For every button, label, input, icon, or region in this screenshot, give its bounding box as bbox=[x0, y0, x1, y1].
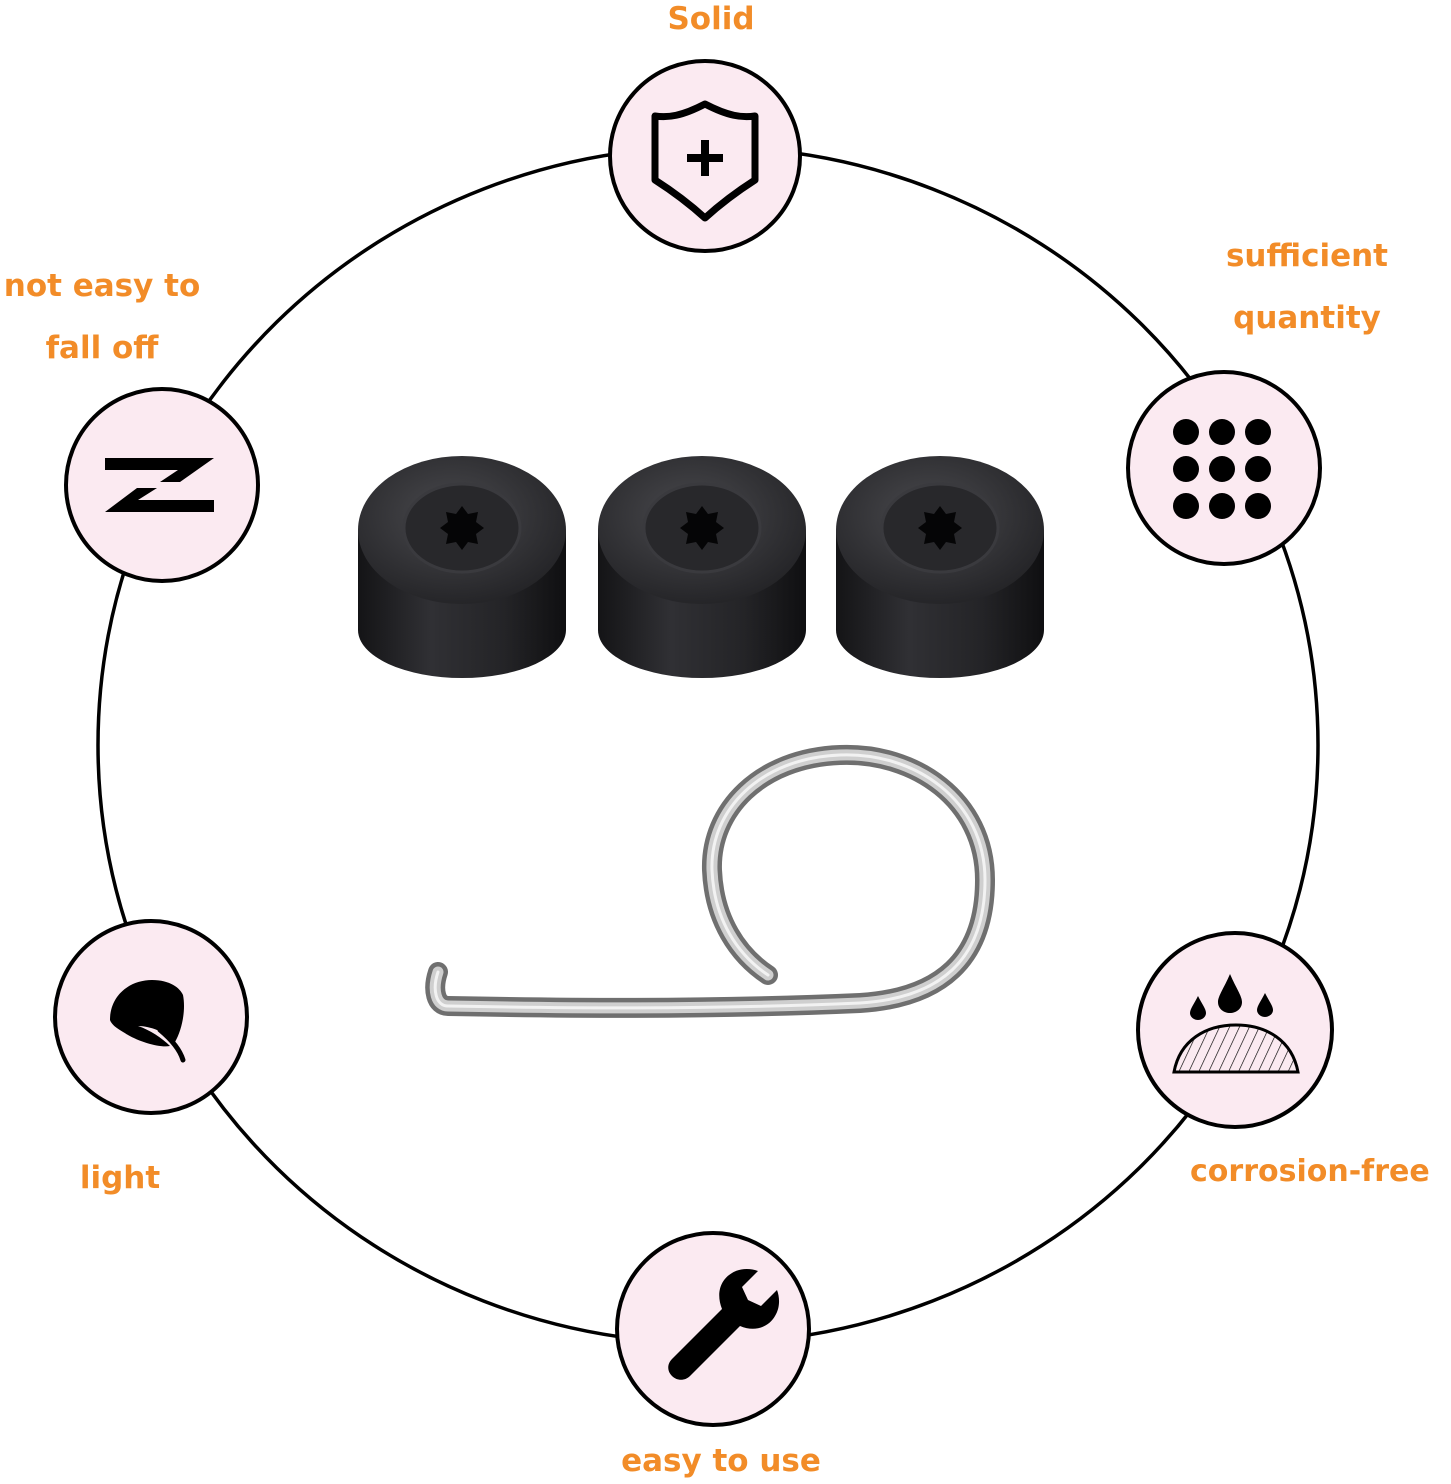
torx-socket-icon bbox=[680, 506, 724, 550]
label-quantity: sufficient quantity bbox=[1207, 225, 1407, 349]
badge-corrosion bbox=[1136, 931, 1334, 1129]
bolt-cap-2 bbox=[598, 456, 806, 678]
water-drops-icon bbox=[1172, 974, 1300, 1074]
dots-grid-icon bbox=[1173, 419, 1271, 519]
shield-plus-icon bbox=[651, 100, 759, 222]
torx-socket-icon bbox=[440, 506, 484, 550]
feature-ring bbox=[96, 145, 1320, 1345]
bolt-cap-1 bbox=[358, 456, 566, 678]
bolt-cap-3 bbox=[836, 456, 1044, 678]
wrench-icon bbox=[668, 1268, 780, 1380]
badge-solid bbox=[608, 59, 802, 253]
label-solid: Solid bbox=[667, 1, 755, 37]
label-fall-off-line1: not easy to bbox=[3, 268, 201, 304]
torx-socket-icon bbox=[918, 506, 962, 550]
badge-easy-use bbox=[615, 1231, 811, 1427]
label-quantity-line1: sufficient bbox=[1225, 238, 1388, 274]
label-light: light bbox=[79, 1160, 161, 1196]
badge-fall-off bbox=[64, 387, 260, 583]
label-quantity-line2: quantity bbox=[1233, 300, 1381, 336]
badge-light bbox=[53, 919, 249, 1115]
label-easy-use: easy to use bbox=[621, 1443, 821, 1479]
badge-quantity bbox=[1126, 370, 1322, 566]
label-corrosion: corrosion-free bbox=[1190, 1154, 1430, 1189]
leaf-icon bbox=[110, 980, 186, 1063]
label-fall-off: not easy to fall off bbox=[2, 255, 202, 379]
removal-hook bbox=[425, 744, 996, 1018]
z-arrows-icon bbox=[105, 458, 214, 512]
label-fall-off-line2: fall off bbox=[45, 330, 159, 366]
badge-fall-off-circle bbox=[64, 387, 260, 583]
